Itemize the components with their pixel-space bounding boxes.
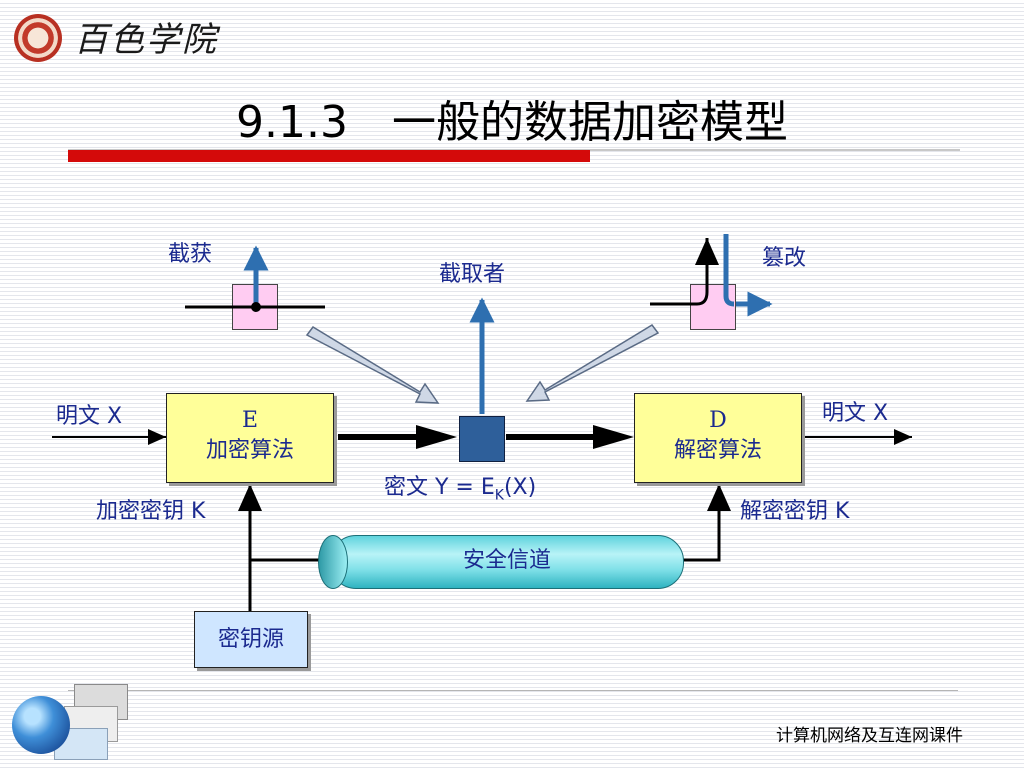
encrypt-letter: E [241,408,259,433]
ciphertext-prefix: 密文 Y = E [384,475,495,500]
intercept-point-box [232,284,278,330]
globe-icon [12,696,70,754]
interceptor-label: 截取者 [439,262,506,287]
decrypt-letter: D [709,408,727,433]
encryption-key-label: 加密密钥 K [96,499,206,524]
secure-channel-cap [318,535,348,589]
decrypt-label: 解密算法 [673,438,762,463]
right-diagonal-arrow [525,324,660,402]
title-underline-red [68,150,590,162]
course-footer: 计算机网络及互连网课件 [776,726,963,746]
left-diagonal-arrow [305,326,440,404]
encrypt-label: 加密算法 [205,438,294,463]
decrypt-algorithm-box: D 解密算法 [634,393,802,483]
encrypt-algorithm-box: E 加密算法 [166,393,334,483]
ciphertext-key-subscript: K [494,487,504,504]
college-logo-text: 百色学院 [74,20,218,60]
intercept-label: 截获 [168,242,213,267]
tamper-point-box [690,284,736,330]
decrypt-key-line [682,484,731,562]
slide-title: 9.1.3 一般的数据加密模型 [236,97,788,148]
ciphertext-block [459,416,505,462]
cipher-arrow-head-2 [593,425,634,449]
tamper-label: 篡改 [762,246,807,271]
ciphertext-suffix: (X) [503,475,537,500]
secure-channel: 安全信道 [330,535,684,589]
footer-divider [68,690,958,691]
decryption-key-label: 解密密钥 K [740,499,850,524]
ciphertext-label: 密文 Y = EK(X) [384,469,536,503]
key-source-box: 密钥源 [194,611,308,668]
cipher-arrow-head-1 [416,425,457,449]
plaintext-in-label: 明文 X [56,404,123,429]
plaintext-out-label: 明文 X [822,401,889,426]
college-logo-emblem [14,14,62,62]
